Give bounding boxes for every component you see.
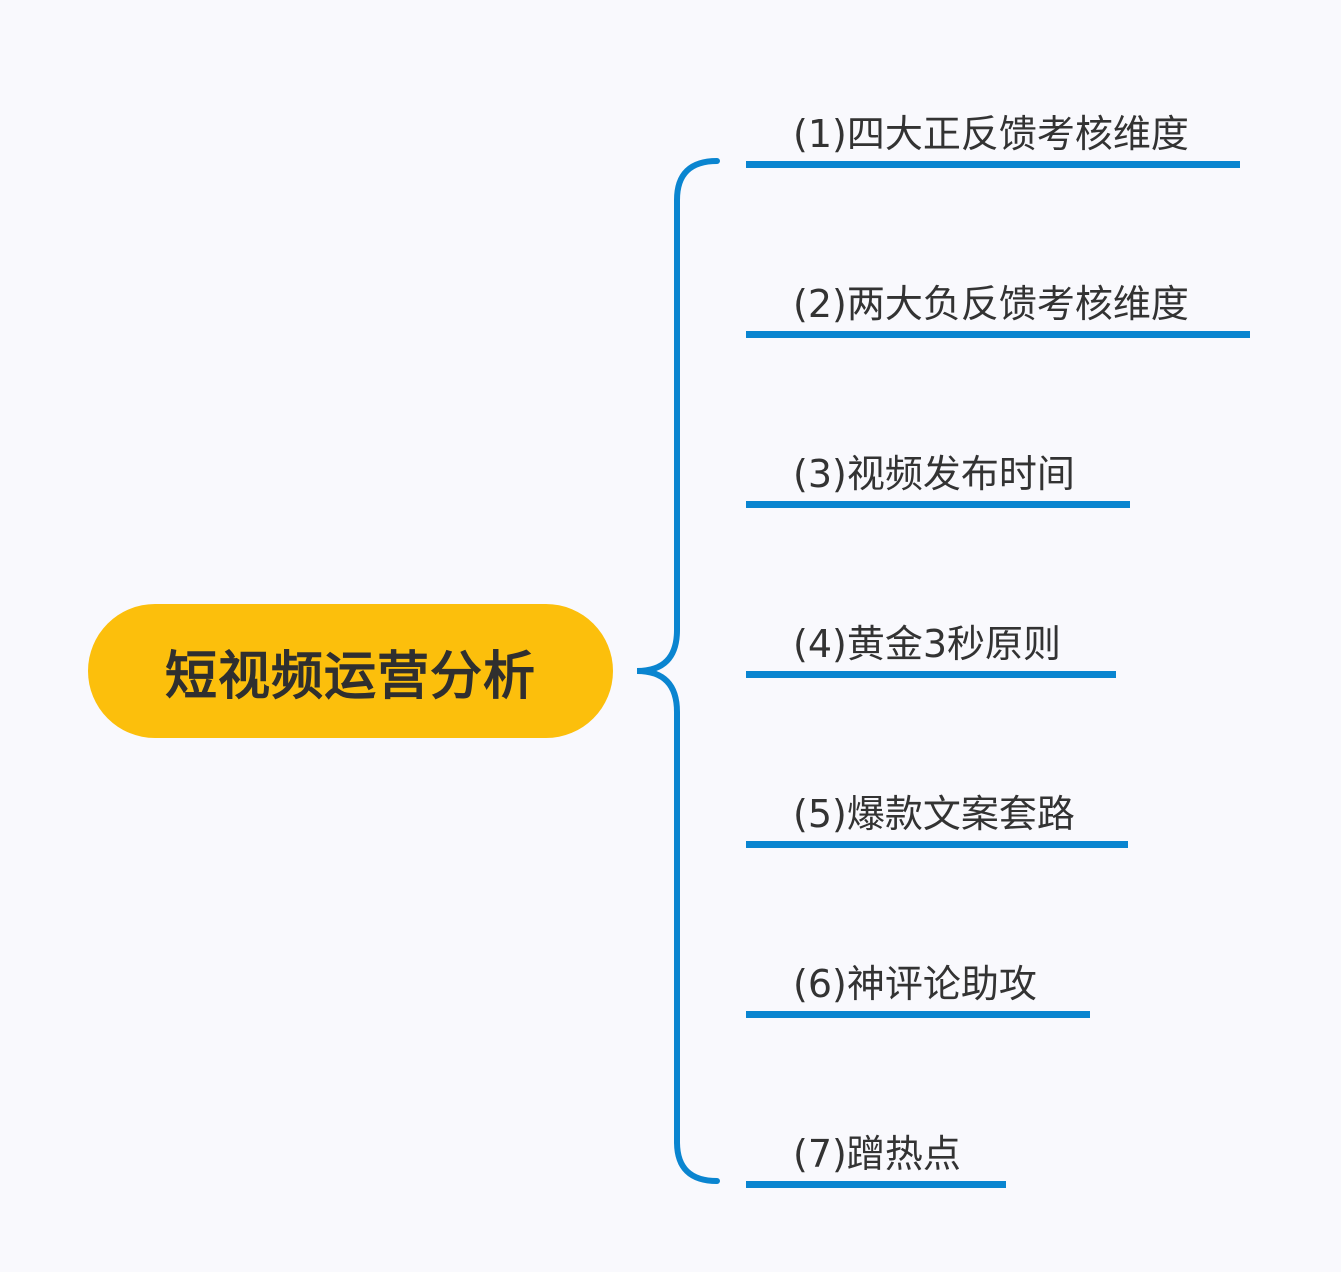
branch-label: (5)爆款文案套路	[793, 792, 1075, 836]
branch-underline	[746, 671, 1116, 678]
root-node[interactable]: 短视频运营分析	[88, 604, 613, 738]
branch-underline	[746, 1181, 1006, 1188]
branch-label: (7)蹭热点	[793, 1132, 961, 1176]
root-label: 短视频运营分析	[164, 646, 536, 707]
branch-underline	[746, 841, 1128, 848]
branch-underline	[746, 1011, 1090, 1018]
branch-label: (1)四大正反馈考核维度	[793, 112, 1189, 156]
branch-underline	[746, 161, 1240, 168]
branch-label: (3)视频发布时间	[793, 452, 1075, 496]
branch-label: (6)神评论助攻	[793, 962, 1037, 1006]
branch-underline	[746, 501, 1130, 508]
branch-underline	[746, 331, 1250, 338]
branch-label: (4)黄金3秒原则	[793, 622, 1062, 666]
branch-label: (2)两大负反馈考核维度	[793, 282, 1189, 326]
